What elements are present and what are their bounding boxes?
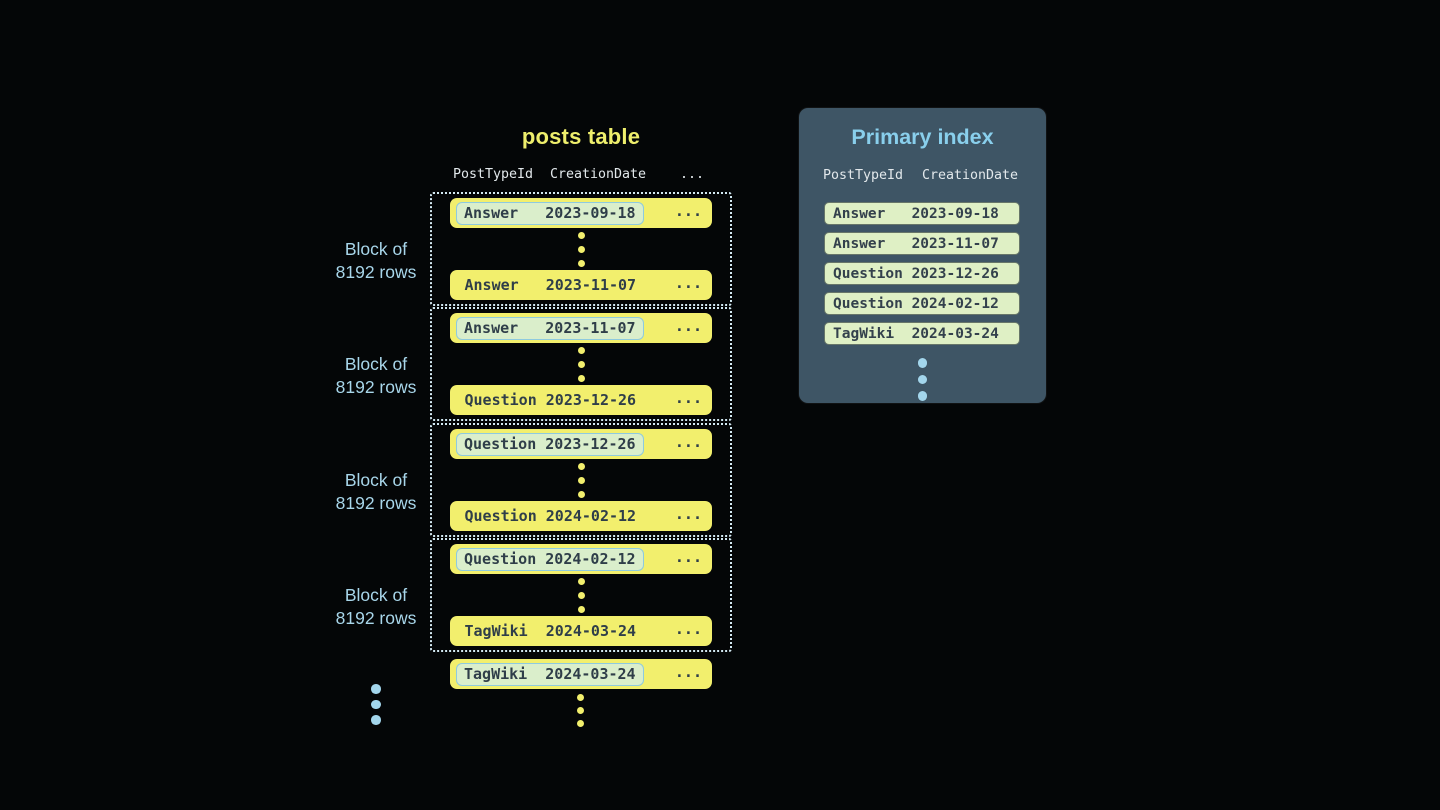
posts-table-title: posts table [521,124,641,149]
row-posttypeid: TagWiki [464,622,528,640]
row-posttypeid: Answer [464,318,519,337]
block-first-row: Answer 2023-11-07 ... [450,313,712,343]
index-creationdate: 2024-03-24 [911,325,999,342]
row-creationdate: 2023-09-18 [545,203,636,222]
posts-column-header-posttypeid: PostTypeId [453,167,534,182]
row-posttypeid: Question [464,434,537,453]
indexed-row-highlight: TagWiki 2024-03-24 [456,662,644,686]
row-ellipsis: ... [674,317,702,335]
row-ellipsis: ... [674,620,702,638]
row-posttypeid: TagWiki [464,664,528,683]
block-label-line1: Block of [344,354,408,374]
row-ellipsis: ... [674,389,702,407]
index-posttypeid: Answer [833,205,886,222]
primary-index-column-headers: PostTypeId CreationDate [799,168,1046,186]
row-creationdate: 2024-03-24 [545,622,637,640]
row-posttypeid: Question [464,391,537,409]
row-creationdate: 2023-11-07 [545,276,637,294]
block-last-row: Question 2023-12-26 ... [450,385,712,415]
row-creationdate: 2023-12-26 [545,391,637,409]
row-block-4: Question 2024-02-12 ... TagWiki 2024-03-… [430,538,732,652]
index-entry: Answer 2023-09-18 [824,202,1020,225]
index-column-header-creationdate: CreationDate [922,168,1019,183]
primary-index-title: Primary index [851,125,994,149]
row-ellipsis: ... [674,548,702,566]
block-first-row: Answer 2023-09-18 ... [450,198,712,228]
row-posttypeid: Question [464,507,537,525]
index-entry: TagWiki 2024-03-24 [824,322,1020,345]
block-label-line2: 8192 rows [335,492,417,513]
block-label-line1: Block of [344,585,408,605]
block-first-row: Question 2024-02-12 ... [450,544,712,574]
block-first-row: Question 2023-12-26 ... [450,429,712,459]
block-last-row: Answer 2023-11-07 ... [450,270,712,300]
index-posttypeid: Question [833,295,903,312]
posts-column-header-ellipsis: ... [680,167,705,182]
row-creationdate: 2024-02-12 [545,507,637,525]
index-entry: Question 2023-12-26 [824,262,1020,285]
indexed-row-highlight: Question 2023-12-26 [456,432,644,456]
row-block-3: Question 2023-12-26 ... Question 2024-02… [430,423,732,537]
index-creationdate: 2023-12-26 [911,265,999,282]
index-creationdate: 2023-09-18 [911,205,999,222]
index-posttypeid: Answer [833,235,886,252]
omitted-rows-dots [577,344,585,385]
block-label-4: Block of 8192 rows [320,584,432,630]
posts-column-header-creationdate: CreationDate [550,167,647,182]
index-entry: Question 2024-02-12 [824,292,1020,315]
block-label-line2: 8192 rows [335,376,417,397]
index-posttypeid: TagWiki [833,325,895,342]
row-creationdate: 2024-03-24 [545,664,636,683]
block-label-3: Block of 8192 rows [320,469,432,515]
omitted-rows-dots [577,694,584,727]
index-posttypeid: Question [833,265,903,282]
indexed-row-highlight: Question 2024-02-12 [456,547,644,571]
block-last-row: TagWiki 2024-03-24 ... [450,616,712,646]
index-creationdate: 2024-02-12 [911,295,999,312]
block-label-line2: 8192 rows [335,607,417,628]
index-entry: Answer 2023-11-07 [824,232,1020,255]
row-ellipsis: ... [674,433,702,451]
row-posttypeid: Answer [464,276,519,294]
omitted-rows-dots [577,460,585,501]
indexed-row-highlight: Answer 2023-11-07 [456,316,644,340]
index-creationdate: 2023-11-07 [911,235,999,252]
row-block-2: Answer 2023-11-07 ... Question 2023-12-2… [430,307,732,421]
block-label-1: Block of 8192 rows [320,238,432,284]
row-creationdate: 2023-12-26 [545,434,636,453]
row-ellipsis: ... [674,274,702,292]
row-ellipsis: ... [674,663,702,681]
block-label-line1: Block of [344,239,408,259]
index-column-header-posttypeid: PostTypeId [823,168,904,183]
row-block-1: Answer 2023-09-18 ... Answer 2023-11-07 … [430,192,732,306]
next-block-first-row: TagWiki 2024-03-24 ... [450,659,712,689]
row-creationdate: 2023-11-07 [545,318,636,337]
row-creationdate: 2024-02-12 [545,549,636,568]
row-ellipsis: ... [674,202,702,220]
indexed-row-highlight: Answer 2023-09-18 [456,201,644,225]
row-posttypeid: Question [464,549,537,568]
omitted-rows-dots [577,575,585,616]
row-ellipsis: ... [674,505,702,523]
posts-table-column-headers: PostTypeId CreationDate ... [430,167,732,185]
primary-index-panel: Primary index PostTypeId CreationDate An… [799,108,1046,403]
omitted-rows-dots [577,229,585,270]
more-index-entries-dots [799,355,1046,404]
more-blocks-dots [371,684,381,725]
row-posttypeid: Answer [464,203,519,222]
block-last-row: Question 2024-02-12 ... [450,501,712,531]
block-label-2: Block of 8192 rows [320,353,432,399]
block-label-line2: 8192 rows [335,261,417,282]
block-label-line1: Block of [344,470,408,490]
